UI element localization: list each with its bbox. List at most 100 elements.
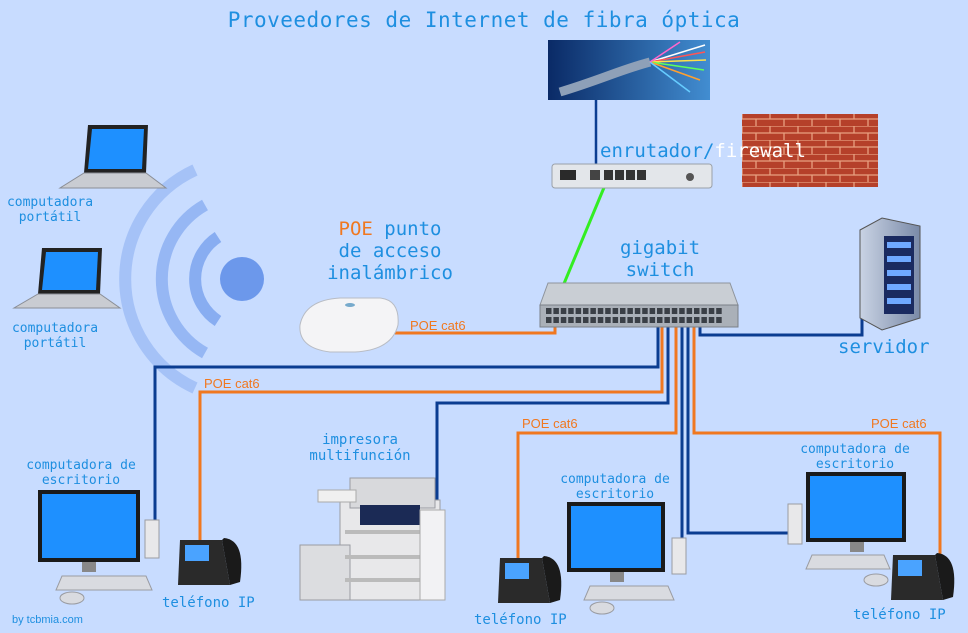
poe-cable-phone-mid xyxy=(516,322,678,562)
laptop-icon-2 xyxy=(12,248,122,309)
switch-port xyxy=(546,317,552,323)
desktop-computer-icon-right xyxy=(787,472,906,587)
switch-label-line1: gigabit xyxy=(619,237,701,259)
switch-port xyxy=(583,317,589,323)
switch-port xyxy=(553,308,559,314)
poe-cable-phone-left xyxy=(198,322,664,540)
desktop-label-mid: computadora de escritorio xyxy=(540,472,690,503)
laptop-label-2: computadora portátil xyxy=(0,321,110,352)
switch-port xyxy=(686,317,693,323)
laptop-icon-1 xyxy=(58,125,168,189)
switch-port xyxy=(708,317,715,323)
printer-label-line1: impresora xyxy=(322,432,398,448)
data-cable-desktop-left xyxy=(153,322,660,525)
switch-port xyxy=(679,308,685,314)
access-point-icon xyxy=(299,297,399,353)
switch-label-line2: switch xyxy=(625,258,695,281)
laptop-label-2-line1: computadora xyxy=(11,321,99,336)
ap-label-line2: de acceso xyxy=(338,239,442,262)
switch-port xyxy=(568,317,574,323)
switch-port xyxy=(560,308,567,314)
switch-port xyxy=(664,308,670,314)
fiber-optic-image xyxy=(548,40,710,100)
switch-port xyxy=(597,317,604,323)
switch-port xyxy=(694,308,700,314)
desktop-label-right-line1: computadora de xyxy=(800,442,910,457)
poe-cable-label-ap: POE cat6 xyxy=(410,318,466,333)
desktop-computer-icon-left xyxy=(38,490,160,605)
switch-port xyxy=(694,317,700,323)
switch-port xyxy=(634,317,641,323)
server-label: servidor xyxy=(838,336,930,358)
wifi-signal-icon xyxy=(119,164,264,394)
switch-port xyxy=(671,317,678,323)
ip-phone-icon-left xyxy=(178,538,242,585)
printer-icon xyxy=(299,477,446,601)
credit-text: by tcbmia.com xyxy=(12,614,83,626)
desktop-label-mid-line2: escritorio xyxy=(575,486,655,502)
desktop-label-left-line1: computadora de xyxy=(26,458,136,473)
switch-port xyxy=(701,317,707,323)
printer-label-line2: multifunción xyxy=(309,448,411,465)
switch-port xyxy=(657,317,663,323)
switch-port xyxy=(716,308,722,314)
diagram-title: Proveedores de Internet de fibra óptica xyxy=(227,8,741,32)
poe-cable-label-phone-left: POE cat6 xyxy=(204,376,260,391)
switch-port xyxy=(605,308,611,314)
switch-port xyxy=(605,317,611,323)
switch-label: gigabit switch xyxy=(600,237,720,282)
gigabit-switch-icon xyxy=(539,282,739,328)
laptop-label-1: computadora portátil xyxy=(0,195,100,226)
switch-port xyxy=(597,308,604,314)
desktop-label-right-line2: escritorio xyxy=(815,456,895,472)
switch-port xyxy=(620,308,626,314)
phone-label-mid: teléfono IP xyxy=(474,612,567,628)
ap-label-line3: inalámbrico xyxy=(327,261,453,284)
switch-port xyxy=(701,308,707,314)
data-cable-printer xyxy=(435,322,670,500)
router-firewall-label: enrutador/firewall xyxy=(600,140,806,163)
firewall-brick-image xyxy=(742,114,878,187)
switch-port xyxy=(716,317,722,323)
desktop-label-left-line2: escritorio xyxy=(41,472,121,488)
access-point-label: POE punto de acceso inalámbrico xyxy=(300,218,480,285)
laptop-label-1-line1: computadora xyxy=(6,195,94,210)
phone-label-right: teléfono IP xyxy=(853,607,946,623)
printer-label: impresora multifunción xyxy=(280,432,440,464)
desktop-label-mid-line1: computadora de xyxy=(560,472,670,487)
switch-port xyxy=(664,317,670,323)
switch-port xyxy=(590,308,596,314)
cables xyxy=(153,100,942,562)
firewall-label: firewall xyxy=(714,140,806,162)
switch-port xyxy=(649,317,656,323)
switch-port xyxy=(553,317,559,323)
switch-port xyxy=(686,308,693,314)
server-icon xyxy=(859,217,921,331)
switch-port xyxy=(620,317,626,323)
switch-port xyxy=(627,308,633,314)
switch-port xyxy=(671,308,678,314)
phone-label-left: teléfono IP xyxy=(162,595,255,611)
laptop-label-1-line2: portátil xyxy=(18,209,82,225)
desktop-label-right: computadora de escritorio xyxy=(780,442,930,473)
switch-port xyxy=(642,317,648,323)
switch-port xyxy=(679,317,685,323)
switch-port xyxy=(649,308,656,314)
switch-port xyxy=(575,317,582,323)
switch-port xyxy=(634,308,641,314)
router-label-prefix: enrutador/ xyxy=(600,140,715,162)
laptop-label-2-line2: portátil xyxy=(23,335,87,351)
switch-port xyxy=(568,308,574,314)
data-cable-desktop-right xyxy=(686,322,792,535)
switch-port xyxy=(612,308,619,314)
switch-port xyxy=(546,308,552,314)
desktop-computer-icon-mid xyxy=(567,502,687,615)
switch-port xyxy=(583,308,589,314)
poe-highlight: POE xyxy=(338,218,373,240)
switch-port xyxy=(560,317,567,323)
switch-port xyxy=(590,317,596,323)
desktop-label-left: computadora de escritorio xyxy=(6,458,156,489)
ip-phone-icon-mid xyxy=(498,556,562,603)
switch-port xyxy=(657,308,663,314)
